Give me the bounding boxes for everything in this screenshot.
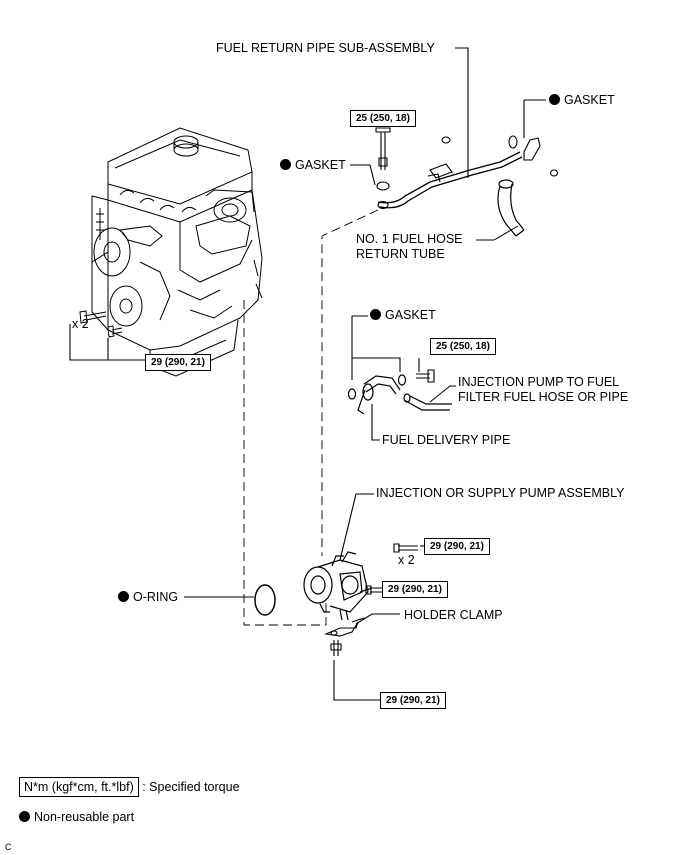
holder-clamp-label: HOLDER CLAMP (404, 608, 503, 622)
torque-delivery-pipe-bolt: 25 (250, 18) (430, 338, 496, 355)
fuel-filter-hose (403, 385, 456, 411)
o-ring-part (254, 584, 276, 616)
torque-pump-bolts-upper: 29 (290, 21) (424, 538, 490, 555)
non-reusable-icon (19, 811, 30, 822)
non-reusable-icon (280, 159, 291, 170)
no1-fuel-hose (476, 179, 525, 241)
non-reusable-icon (370, 309, 381, 320)
gasket-left-label: GASKET (280, 158, 346, 173)
no1-fuel-hose-label: NO. 1 FUEL HOSE RETURN TUBE (356, 232, 463, 261)
qty-pump-bolts: x 2 (398, 553, 415, 567)
torque-return-pipe-bolt: 25 (250, 18) (350, 110, 416, 127)
pump-bolt-mid (365, 585, 382, 595)
gasket-top-right-label: GASKET (549, 93, 615, 108)
assembly-dashed-lines (243, 209, 379, 626)
legend-torque-desc: : Specified torque (142, 780, 240, 794)
torque-pump-bolt-mid: 29 (290, 21) (382, 581, 448, 598)
gasket-middle-label: GASKET (370, 308, 436, 323)
non-reusable-icon (549, 94, 560, 105)
corner-code: C (5, 842, 12, 852)
non-reusable-icon (118, 591, 129, 602)
legend-torque-key: N*m (kgf*cm, ft.*lbf) (19, 777, 139, 797)
legend-torque: N*m (kgf*cm, ft.*lbf) : Specified torque (19, 777, 240, 797)
fuel-delivery-pipe (347, 374, 407, 415)
holder-clamp-part (323, 617, 365, 656)
pump-bolts-upper (393, 543, 424, 553)
engine-block (91, 127, 263, 377)
fuel-return-pipe (376, 47, 559, 210)
injection-pump-hose-label: INJECTION PUMP TO FUEL FILTER FUEL HOSE … (458, 375, 629, 404)
engine-bolts (79, 310, 123, 338)
legend-non-reusable: Non-reusable part (19, 810, 134, 825)
delivery-pipe-bolt (416, 358, 435, 383)
fuel-return-pipe-label: FUEL RETURN PIPE SUB-ASSEMBLY (216, 41, 435, 55)
qty-engine-bolts: x 2 (72, 317, 89, 331)
torque-clamp-bolt: 29 (290, 21) (380, 692, 446, 709)
injection-pump (303, 551, 373, 621)
torque-engine-bolts: 29 (290, 21) (145, 354, 211, 371)
return-pipe-bolt (375, 127, 391, 170)
injection-pump-label: INJECTION OR SUPPLY PUMP ASSEMBLY (376, 486, 625, 500)
fuel-delivery-pipe-label: FUEL DELIVERY PIPE (382, 433, 511, 447)
o-ring-label: O-RING (118, 590, 178, 605)
